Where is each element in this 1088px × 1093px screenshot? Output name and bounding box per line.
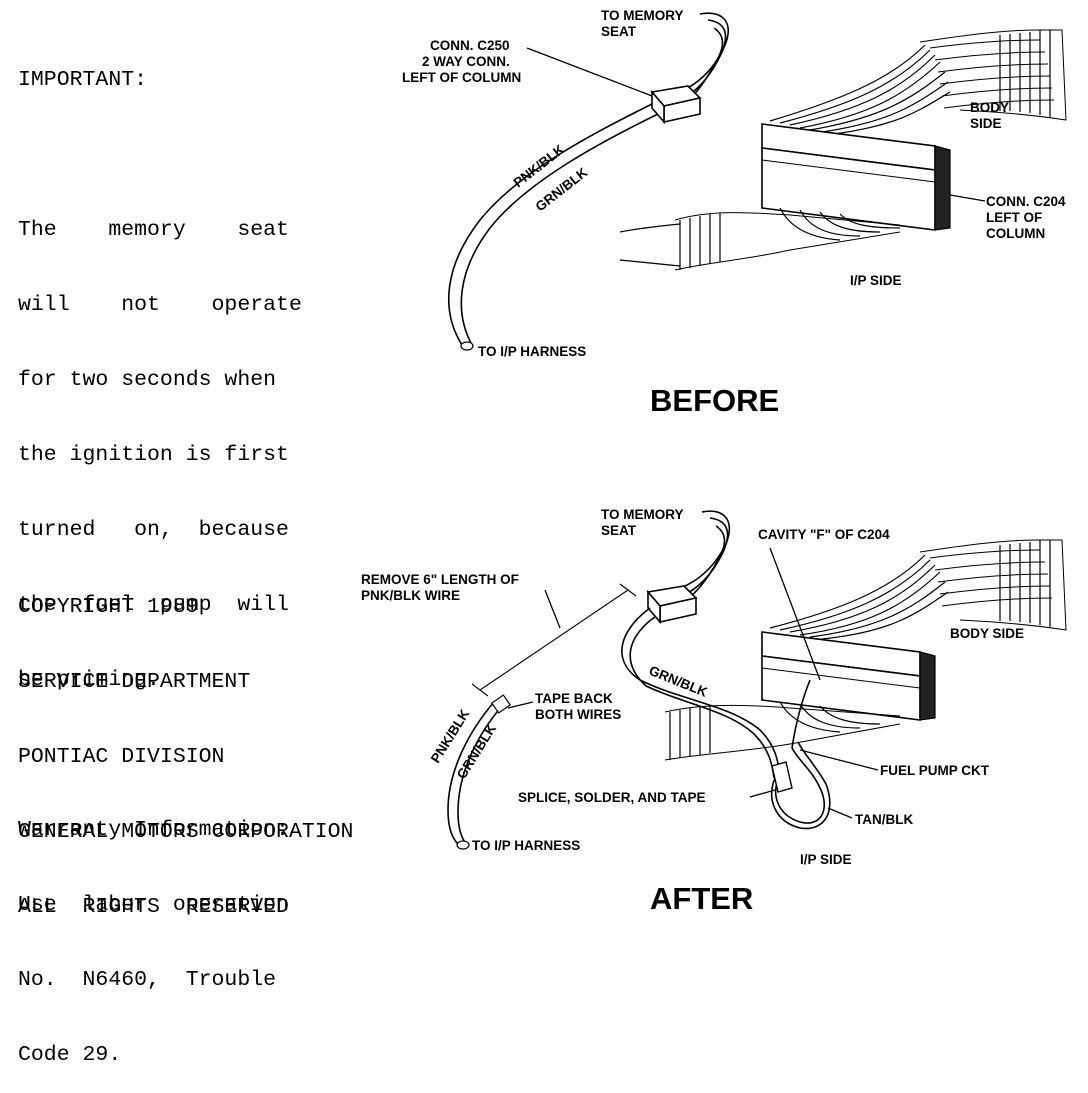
wiring-diagram: TO MEMORY SEAT CONN. C250 2 WAY CONN. LE… [361, 8, 1067, 916]
copyright-note: COPYRIGHT 1989 SERVICE DEPARTMENT PONTIA… [18, 545, 353, 945]
note-line: turned on, because [18, 518, 289, 542]
note-line: Code 29. [18, 1043, 122, 1067]
tape-back-line2: BOTH WIRES [535, 707, 621, 722]
copyright-line: COPYRIGHT 1989 [18, 595, 199, 619]
fuel-pump-ckt-label: FUEL PUMP CKT [880, 763, 990, 778]
before-to-ip-harness: TO I/P HARNESS [478, 344, 586, 359]
c250-label-line2: 2 WAY CONN. [422, 54, 510, 69]
before-body-side-line1: BODY [970, 100, 1009, 115]
note-line: be priming. [18, 668, 160, 692]
copyright-line: PONTIAC DIVISION [18, 745, 225, 769]
note-line: Use labor operation [18, 893, 289, 917]
after-ip-side: I/P SIDE [800, 852, 852, 867]
c250-pointer [526, 47, 653, 97]
c204-label-line3: COLUMN [986, 226, 1045, 241]
splice-loop [770, 679, 831, 830]
after-to-memory-seat-line2: SEAT [601, 523, 637, 538]
fuel-pump-pointer [799, 749, 879, 771]
remove-length-line2: PNK/BLK WIRE [361, 588, 460, 603]
after-diagram: TO MEMORY SEAT CAVITY "F" OF C204 REMOVE… [361, 507, 1067, 916]
note-line: No. N6460, Trouble [18, 968, 277, 992]
after-body-side-label: BODY SIDE [950, 626, 1024, 641]
cut-wire-stubs [447, 694, 512, 850]
tape-back-line1: TAPE BACK [535, 691, 613, 706]
after-to-memory-seat-line1: TO MEMORY [601, 507, 684, 522]
tan-blk-label: TAN/BLK [855, 812, 913, 827]
connector-c204 [761, 123, 951, 231]
before-ip-side: I/P SIDE [850, 273, 902, 288]
remove-length-line1: REMOVE 6" LENGTH OF [361, 572, 519, 587]
note-line: The memory seat [18, 218, 289, 242]
before-to-memory-seat-line1: TO MEMORY [601, 8, 684, 23]
connector-c250 [650, 85, 702, 125]
tape-back-pointer [507, 701, 534, 709]
c204-label-line2: LEFT OF [986, 210, 1042, 225]
harness-wire-pair [447, 103, 659, 351]
note-line: for two seconds when [18, 368, 277, 392]
cavity-f-pointer [769, 547, 821, 681]
after-to-ip-harness: TO I/P HARNESS [472, 838, 580, 853]
remove-length-dimension [471, 583, 637, 697]
cavity-f-label: CAVITY "F" OF C204 [758, 527, 890, 542]
after-body-side-harness [769, 539, 1067, 640]
c204-pointer [949, 194, 986, 202]
note-line: Warranty Information: [18, 818, 289, 842]
c250-label-line3: LEFT OF COLUMN [402, 70, 521, 85]
before-diagram: TO MEMORY SEAT CONN. C250 2 WAY CONN. LE… [402, 8, 1067, 418]
splice-pointer [749, 789, 776, 798]
note-line: will not operate [18, 293, 302, 317]
grn-blk-reroute-wire [621, 607, 781, 779]
before-to-memory-seat-line2: SEAT [601, 24, 637, 39]
copyright-line: ALL RIGHTS RESERVED [18, 895, 289, 919]
after-title: AFTER [650, 881, 753, 916]
note-line: the fuel pump will [18, 593, 289, 617]
before-body-side-line2: SIDE [970, 116, 1002, 131]
body-side-harness [769, 29, 1067, 135]
after-ip-side-harness [664, 701, 901, 761]
after-connector-c204 [761, 631, 936, 721]
c250-label-line1: CONN. C250 [430, 38, 510, 53]
before-title: BEFORE [650, 383, 779, 418]
tan-blk-pointer [827, 807, 853, 819]
c204-label-line1: CONN. C204 [986, 194, 1066, 209]
ip-side-harness [619, 207, 901, 271]
note-line: the ignition is first [18, 443, 289, 467]
after-connector-c250 [646, 585, 698, 625]
splice-label: SPLICE, SOLDER, AND TAPE [518, 790, 706, 805]
note-line: IMPORTANT: [18, 68, 148, 92]
copyright-line: GENERAL MOTORS CORPORATION [18, 820, 354, 844]
copyright-line: SERVICE DEPARTMENT [18, 670, 251, 694]
